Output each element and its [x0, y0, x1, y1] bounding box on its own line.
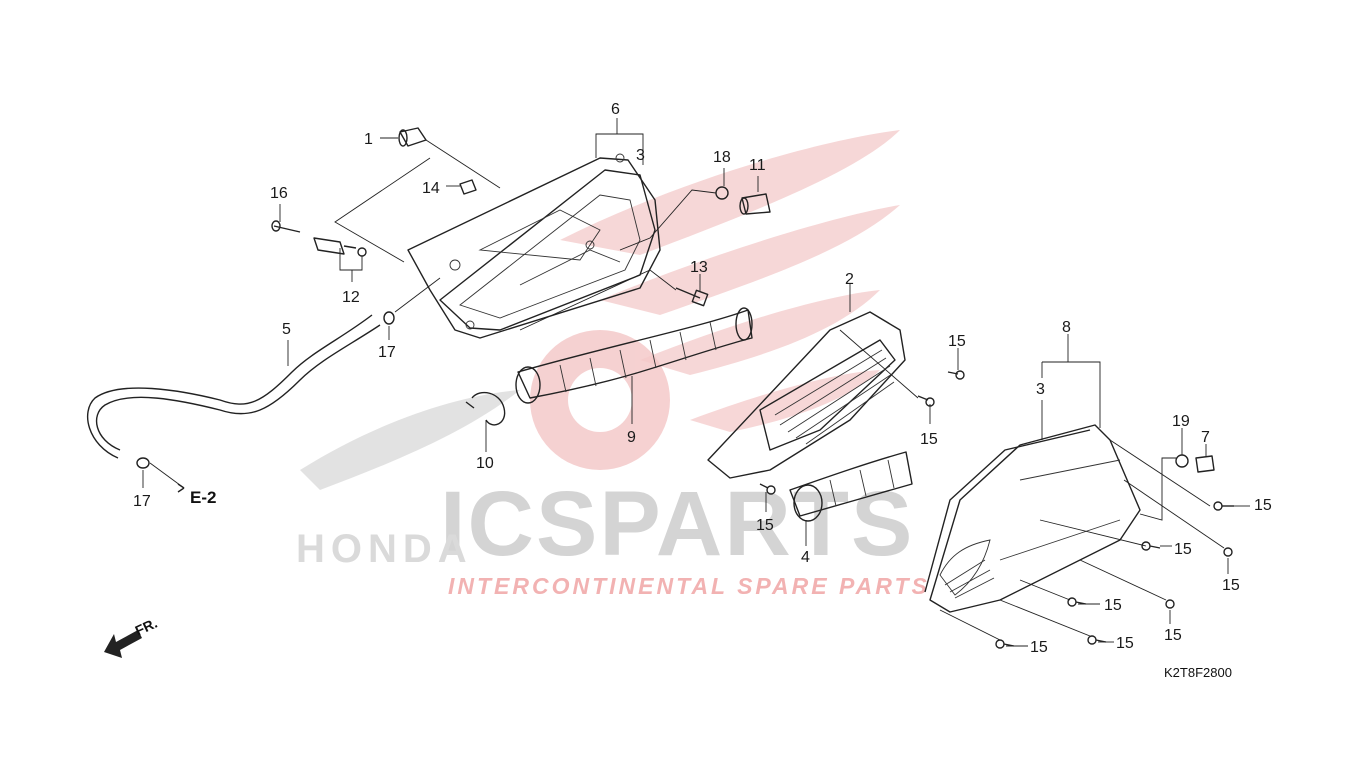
part-2-element: [707, 311, 906, 479]
callout-18: 18: [713, 149, 731, 166]
callout-9: 9: [627, 429, 636, 446]
callout-3-upper: 3: [636, 147, 645, 164]
callout-17-upper: 17: [378, 344, 396, 361]
callout-15: 15: [920, 431, 938, 448]
callout-15: 15: [1164, 627, 1182, 644]
callout-2: 2: [845, 271, 854, 288]
part-19-clamp: [1175, 454, 1189, 468]
part-7-plug: [1195, 455, 1215, 473]
callout-11: 11: [749, 157, 766, 174]
callout-19: 19: [1172, 413, 1190, 430]
callout-4: 4: [801, 549, 810, 566]
callout-13: 13: [690, 259, 708, 276]
callout-6: 6: [611, 101, 620, 118]
gear-icon: [530, 330, 670, 470]
part-5-hose: [86, 314, 381, 459]
watermark-tagline: INTERCONTINENTAL SPARE PARTS: [448, 573, 930, 599]
diagram-code: K2T8F2800: [1164, 665, 1232, 680]
callout-15: 15: [948, 333, 966, 350]
honda-wing-dots: [300, 390, 520, 490]
ref-e2-label: E-2: [190, 488, 216, 507]
part-8-cover: [924, 424, 1141, 613]
callout-16: 16: [270, 185, 288, 202]
callout-15: 15: [1104, 597, 1122, 614]
callout-7: 7: [1201, 429, 1210, 446]
wing-logo: [560, 130, 900, 432]
callout-15: 15: [1116, 635, 1134, 652]
callout-10: 10: [476, 455, 494, 472]
callout-15: 15: [1254, 497, 1272, 514]
callout-1: 1: [364, 131, 373, 148]
callout-12: 12: [342, 289, 360, 306]
callout-15: 15: [1174, 541, 1192, 558]
front-arrow-icon: FR.: [104, 615, 160, 658]
callout-15: 15: [1222, 577, 1240, 594]
part-17-clamp-upper: [383, 311, 395, 325]
callout-15: 15: [756, 517, 774, 534]
watermark: ICSPARTS INTERCONTINENTAL SPARE PARTS HO…: [296, 130, 930, 599]
callout-5: 5: [282, 321, 291, 338]
watermark-brand: ICSPARTS: [440, 473, 914, 575]
callout-14: 14: [422, 180, 440, 197]
part-4-inlet-duct: [789, 451, 913, 522]
part-13-bolt: [675, 287, 709, 307]
part-17-clamp-lower: [136, 457, 150, 469]
ref-e2: E-2: [177, 483, 216, 507]
callout-17-lower: 17: [133, 493, 151, 510]
air-cleaner-case: [407, 153, 661, 339]
part-16-screw: [271, 220, 301, 233]
callout-labels: 1 2 3 3 4 5 6 7 8 9 10 11 12 13 14 16 17…: [133, 101, 1272, 656]
front-direction-label: FR.: [133, 615, 160, 639]
watermark-honda: HONDA: [296, 527, 473, 571]
part-9-connecting-tube: [515, 307, 753, 404]
callout-8: 8: [1062, 319, 1071, 336]
part-10-band: [465, 391, 506, 426]
part-1-grommet: [398, 127, 427, 147]
part-14-clip: [459, 179, 477, 195]
part-15-screws: [759, 370, 1234, 649]
callout-15: 15: [1030, 639, 1048, 656]
part-11-cap: [739, 193, 771, 215]
callout-3-lower: 3: [1036, 381, 1045, 398]
